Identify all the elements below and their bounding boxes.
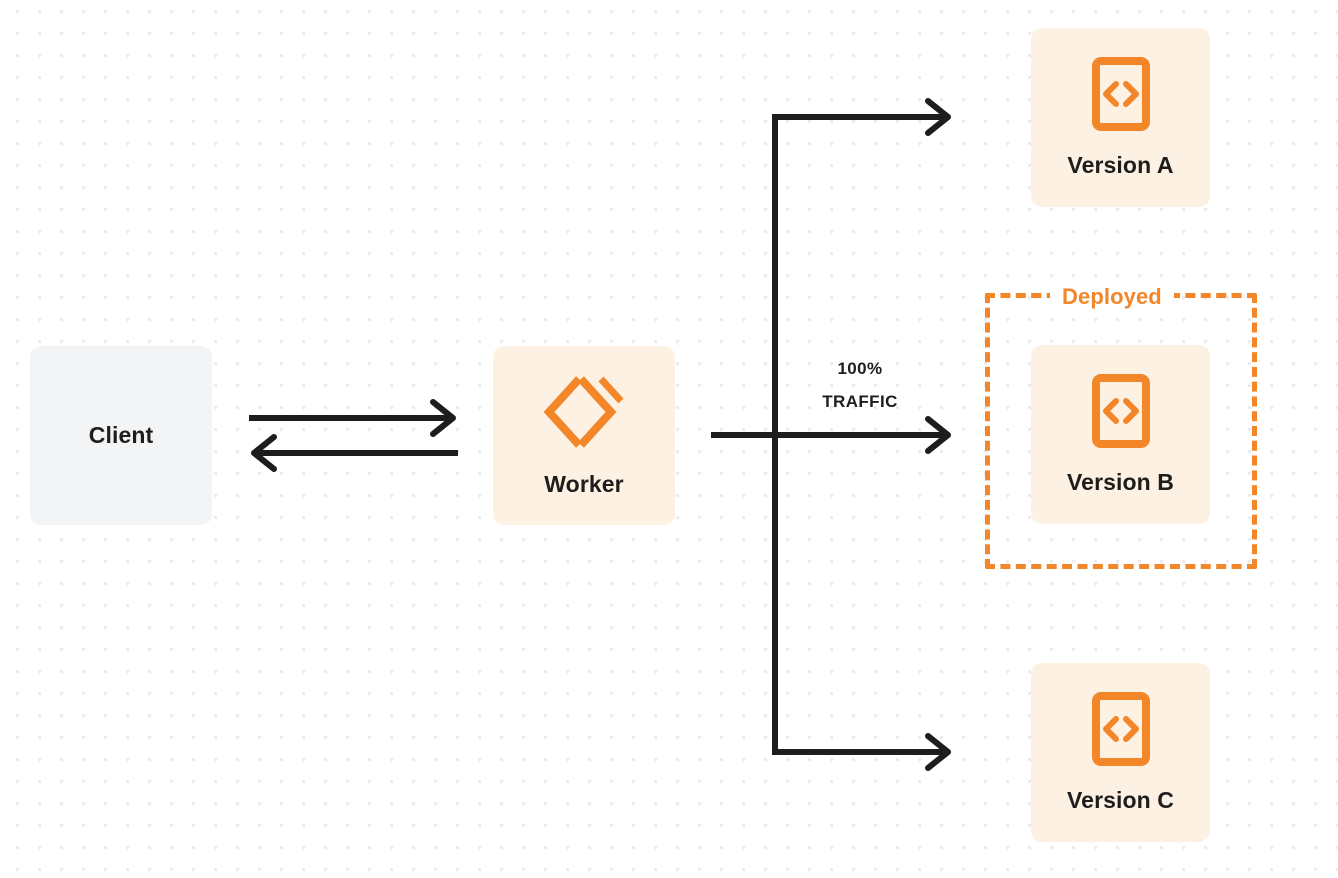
code-file-icon [1091, 691, 1151, 772]
code-file-icon [1091, 373, 1151, 454]
traffic-percent-value: 100% [837, 359, 883, 378]
node-version-a[interactable]: Version A [1031, 28, 1210, 207]
worker-logo-icon [543, 373, 625, 456]
node-worker-label: Worker [544, 471, 624, 498]
edge-worker-to-version-b [711, 416, 951, 454]
node-version-b[interactable]: Version B [1031, 345, 1210, 524]
edge-worker-to-version-a [772, 98, 951, 136]
code-file-icon [1091, 56, 1151, 137]
node-worker[interactable]: Worker [493, 346, 675, 525]
edge-client-to-worker [249, 399, 456, 437]
node-version-b-label: Version B [1067, 469, 1174, 496]
node-version-c-label: Version C [1067, 787, 1174, 814]
node-version-c[interactable]: Version C [1031, 663, 1210, 842]
traffic-percentage-label: 100% TRAFFIC [790, 352, 930, 418]
edge-worker-to-client [251, 434, 458, 472]
traffic-word-label: TRAFFIC [822, 392, 898, 412]
deployed-group-label: Deployed [1050, 286, 1174, 308]
node-version-a-label: Version A [1067, 152, 1174, 179]
node-client-label: Client [88, 421, 154, 448]
edge-worker-to-version-c [772, 733, 951, 771]
node-client[interactable]: Client [30, 346, 212, 525]
